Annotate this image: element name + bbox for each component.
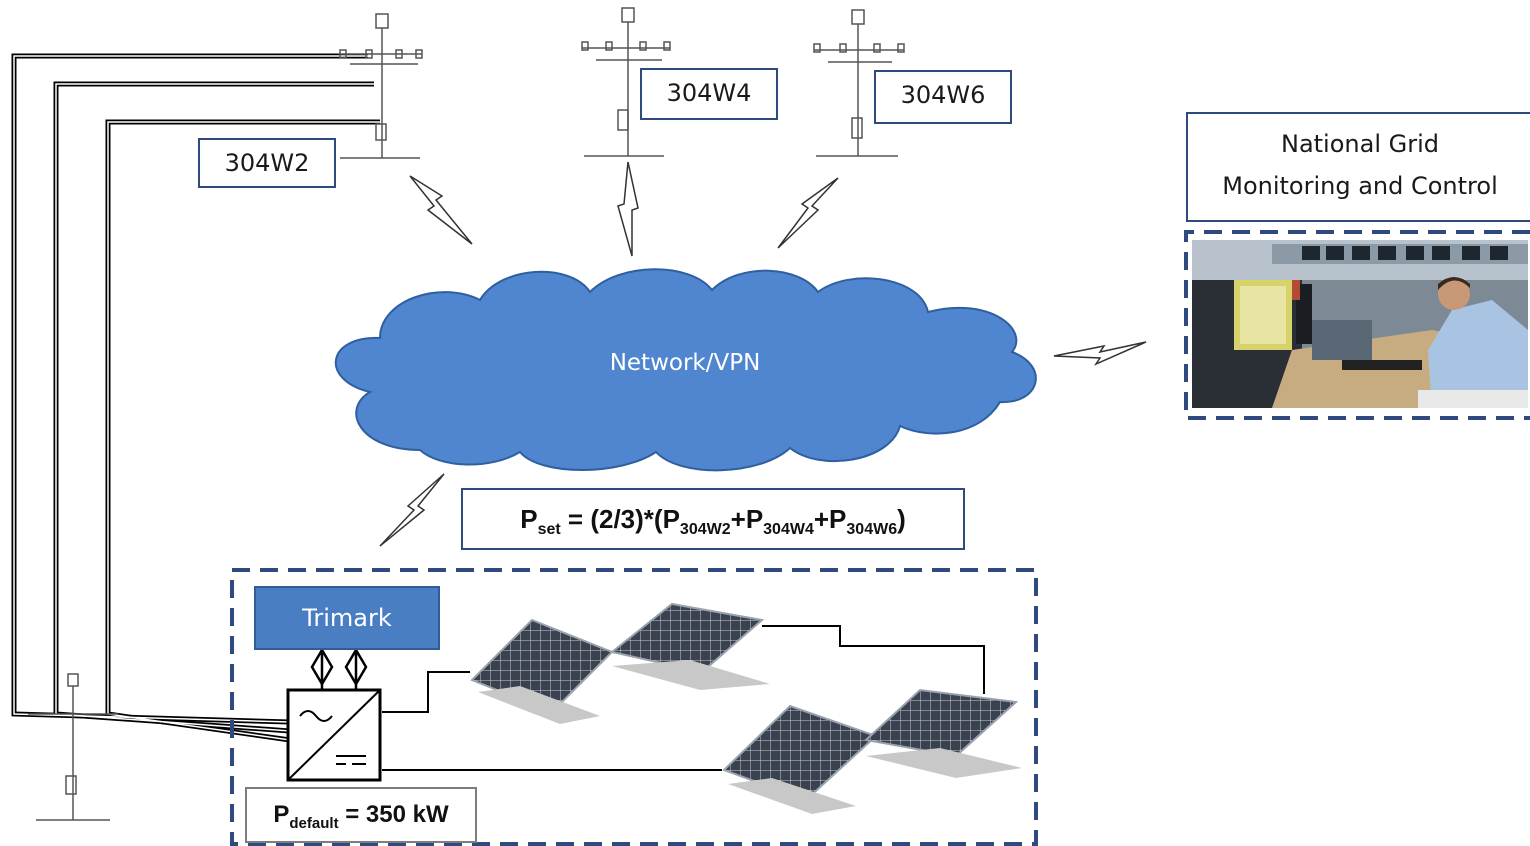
formula-p-set: P — [520, 504, 538, 534]
solar-panel-icon — [722, 688, 1022, 814]
weather-mast-icon — [339, 13, 423, 159]
national-grid-subtitle: Monitoring and Control — [1222, 172, 1498, 200]
default-power: Pdefault = 350 kW — [245, 787, 477, 843]
weather-mast-icon — [28, 673, 118, 821]
station-label-304w4: 304W4 — [640, 68, 778, 120]
default-power-subscript: default — [289, 814, 339, 832]
national-grid-title: National Grid — [1280, 130, 1439, 158]
formula-p2: P — [745, 504, 764, 534]
plant-boundary — [230, 568, 1038, 846]
formula-eq: = (2/3)*( — [560, 504, 663, 534]
station-label-304w2: 304W2 — [198, 138, 336, 188]
default-power-value: = 350 kW — [338, 801, 449, 828]
control-room-photo-svg — [1192, 240, 1528, 408]
control-room-photo — [1192, 240, 1528, 408]
lightning-bolt-icon — [379, 161, 1147, 547]
weather-mast-icon — [813, 9, 905, 157]
dc-wiring — [382, 625, 985, 771]
network-label: Network/VPN — [609, 350, 761, 376]
default-power-p: P — [273, 801, 290, 828]
formula-plus1: + — [730, 504, 746, 534]
formula-close: ) — [897, 504, 906, 534]
formula-set-subscript: set — [537, 521, 561, 539]
formula-w4-subscript: 304W4 — [763, 521, 814, 539]
station-label-304w6: 304W6 — [874, 70, 1012, 124]
weather-mast-icon — [581, 7, 671, 157]
formula-plus2: + — [813, 504, 830, 534]
comm-connector-icon — [310, 647, 368, 690]
formula-p3: P — [829, 504, 847, 534]
formula-p1: P — [662, 504, 680, 534]
trimark-controller: Trimark — [254, 586, 440, 650]
solar-panel-icon — [470, 602, 770, 724]
national-grid-box: National Grid Monitoring and Control — [1186, 112, 1530, 222]
inverter-icon — [286, 688, 382, 782]
formula-w2-subscript: 304W2 — [679, 521, 731, 539]
formula-w6-subscript: 304W6 — [846, 521, 898, 539]
network-cloud — [334, 268, 1037, 472]
station-cables-inner — [13, 55, 380, 741]
grid-photo-frame — [1184, 230, 1530, 420]
setpoint-formula: Pset = (2/3)*(P304W2+P304W4+P304W6) — [461, 488, 965, 550]
